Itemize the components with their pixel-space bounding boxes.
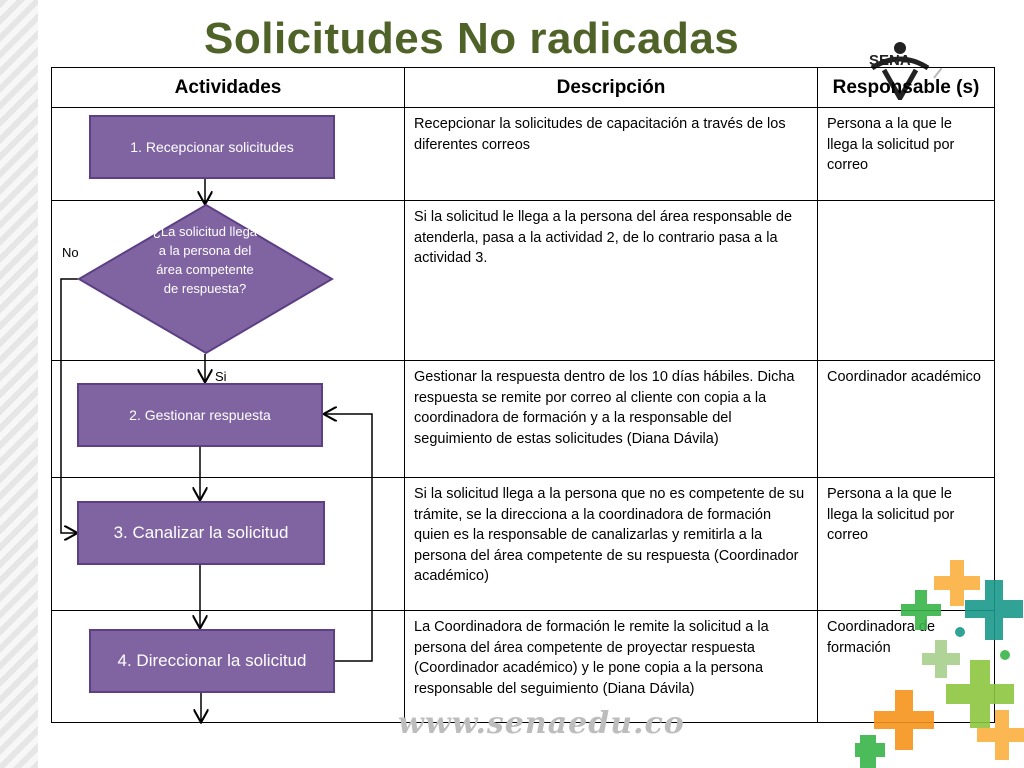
- label-no: No: [62, 245, 79, 260]
- flow-step-2-box: 2. Gestionar respuesta: [77, 383, 323, 447]
- responsible-text: Persona a la que le llega la solicitud p…: [818, 108, 994, 176]
- header-descripcion: Descripción: [405, 68, 818, 108]
- description-cell: Si la solicitud le llega a la persona de…: [405, 201, 818, 361]
- label-si: Si: [215, 369, 227, 384]
- description-cell: Recepcionar la solicitudes de capacitaci…: [405, 108, 818, 201]
- decorative-crosses-icon: [855, 540, 1024, 768]
- header-responsable: Responsable (s): [818, 68, 995, 108]
- flow-step-4-box: 4. Direccionar la solicitud: [89, 629, 335, 693]
- page-title: Solicitudes No radicadas: [204, 14, 739, 64]
- description-text: Si la solicitud llega a la persona que n…: [405, 478, 817, 587]
- description-text: La Coordinadora de formación le remite l…: [405, 611, 817, 699]
- description-text: Gestionar la respuesta dentro de los 10 …: [405, 361, 817, 449]
- description-cell: Gestionar la respuesta dentro de los 10 …: [405, 361, 818, 478]
- responsible-text: Persona a la que le llega la solicitud p…: [818, 478, 994, 546]
- website-watermark: www.senaedu.co: [398, 706, 685, 741]
- flow-step-1-box: 1. Recepcionar solicitudes: [89, 115, 335, 179]
- responsible-cell: [818, 201, 995, 361]
- flow-step-3-box: 3. Canalizar la solicitud: [77, 501, 325, 565]
- flow-step-3-label: 3. Canalizar la solicitud: [114, 523, 289, 543]
- flow-step-4-label: 4. Direccionar la solicitud: [118, 651, 307, 671]
- description-cell: Si la solicitud llega a la persona que n…: [405, 478, 818, 611]
- description-text: Recepcionar la solicitudes de capacitaci…: [405, 108, 817, 155]
- flow-step-1-label: 1. Recepcionar solicitudes: [130, 139, 293, 155]
- responsible-cell: Persona a la que le llega la solicitud p…: [818, 108, 995, 201]
- responsible-cell: Coordinador académico: [818, 361, 995, 478]
- table-header-row: Actividades Descripción Responsable (s): [52, 68, 995, 108]
- description-text: Si la solicitud le llega a la persona de…: [405, 201, 817, 269]
- decorative-side-stripe: [0, 0, 38, 768]
- responsible-text: Coordinador académico: [818, 361, 994, 388]
- decision-label: ¿La solicitud llega a la persona del áre…: [150, 222, 260, 298]
- responsible-text: [818, 201, 994, 207]
- header-actividades: Actividades: [52, 68, 405, 108]
- flow-step-2-label: 2. Gestionar respuesta: [129, 407, 271, 423]
